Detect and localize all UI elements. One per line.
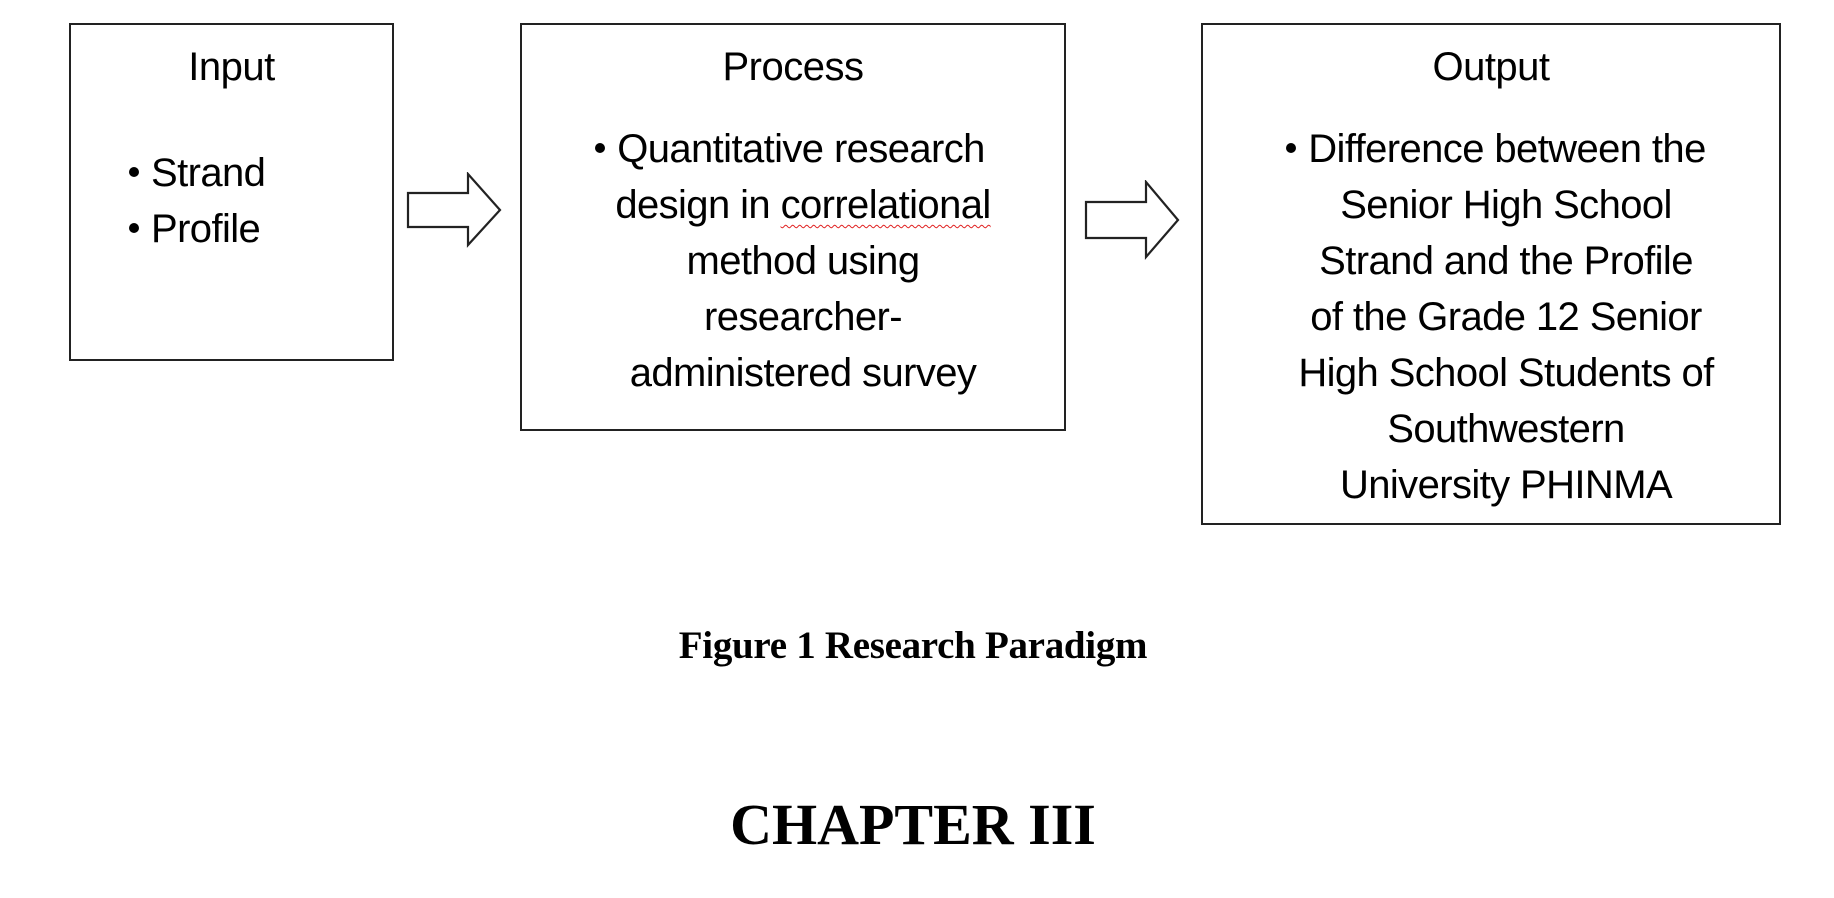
bullet-icon <box>129 167 139 178</box>
input-title: Input <box>188 45 275 89</box>
figure-caption: Figure 1 Research Paradigm <box>678 624 1148 667</box>
process-line-2: design in correlational <box>615 183 992 227</box>
output-line-6: Southwestern <box>1387 407 1625 451</box>
process-title: Process <box>722 45 865 89</box>
chapter-heading: CHAPTER III <box>730 792 1096 857</box>
bullet-icon <box>1286 143 1297 154</box>
right-arrow-icon <box>406 172 502 248</box>
input-item-strand: Strand <box>129 145 392 201</box>
bullet-icon <box>595 143 606 154</box>
bullet-icon <box>129 223 139 234</box>
input-box: Input Strand Profile <box>69 23 394 361</box>
process-line-1: Quantitative research <box>522 121 1064 177</box>
output-line-5: High School Students of <box>1298 351 1714 395</box>
process-body: Quantitative research design in correlat… <box>522 121 1064 401</box>
output-body: Difference between the Senior High Schoo… <box>1203 121 1779 513</box>
output-line-3: Strand and the Profile <box>1319 239 1693 283</box>
input-list: Strand Profile <box>129 145 392 257</box>
process-line-4: researcher- <box>704 295 903 339</box>
process-box: Process Quantitative research design in … <box>520 23 1066 431</box>
process-line-5: administered survey <box>629 351 977 395</box>
output-line-7: University PHINMA <box>1339 463 1673 507</box>
right-arrow-icon <box>1084 180 1180 260</box>
input-item-profile: Profile <box>129 201 392 257</box>
output-box: Output Difference between the Senior Hig… <box>1201 23 1781 525</box>
output-title: Output <box>1432 45 1550 89</box>
output-line-2: Senior High School <box>1340 183 1672 227</box>
output-line-4: of the Grade 12 Senior <box>1310 295 1702 339</box>
spellcheck-flagged-word[interactable]: correlational <box>780 183 992 227</box>
process-line-3: method using <box>686 239 921 283</box>
output-line-1: Difference between the <box>1213 121 1779 177</box>
